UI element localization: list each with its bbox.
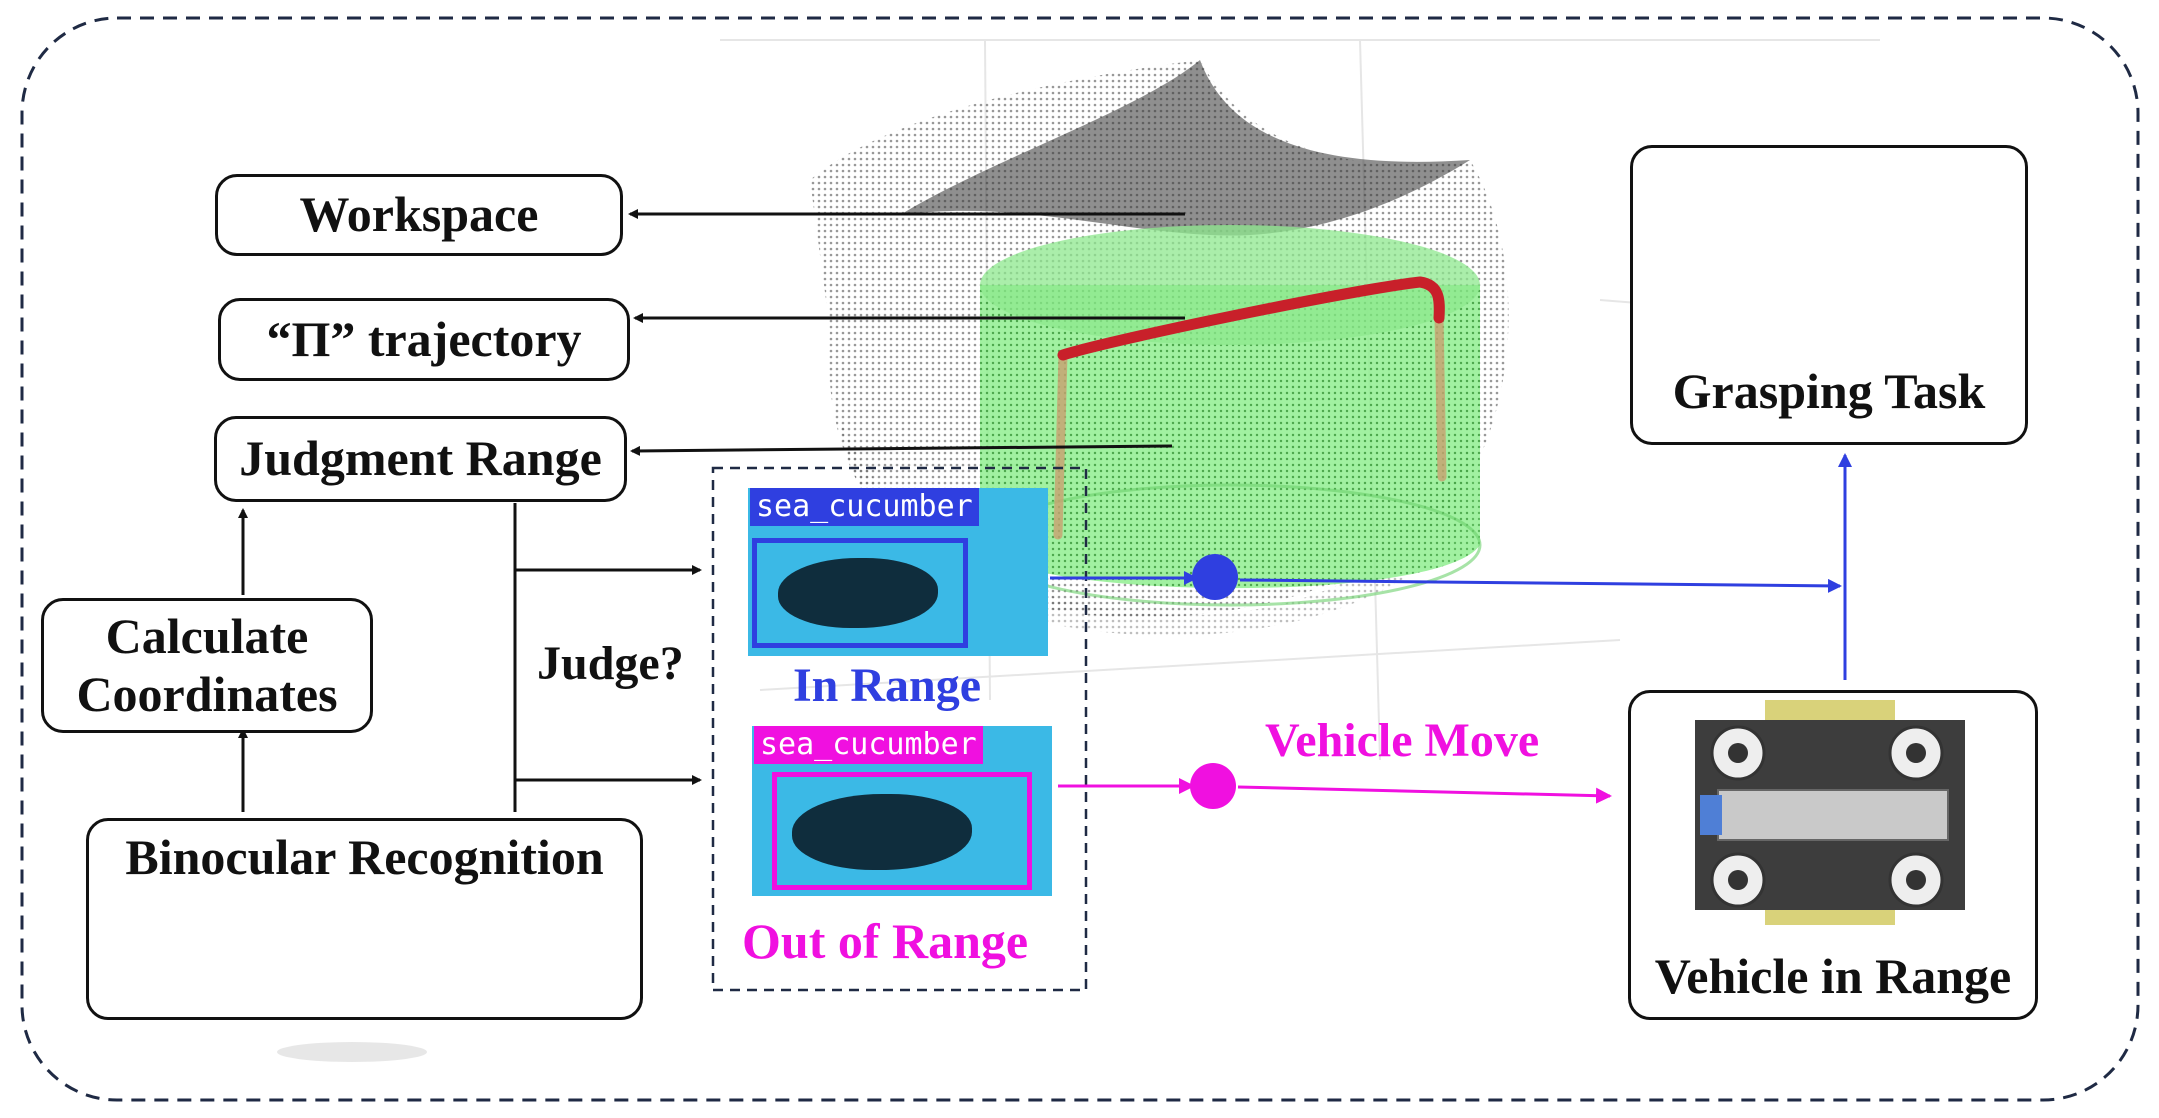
calculate-coordinates-box: Calculate Coordinates (41, 598, 373, 733)
workspace-label: Workspace (299, 186, 539, 243)
out-of-range-bbox (772, 772, 1032, 890)
out-of-range-node (1190, 763, 1236, 809)
workspace-box: Workspace (215, 174, 623, 256)
calculate-label-line1: Calculate (105, 608, 309, 664)
out-of-range-detection-tag: sea_cucumber (754, 726, 983, 764)
out-of-range-detection-image: sea_cucumber (752, 726, 1052, 896)
vehicle-image (1695, 700, 1965, 925)
in-range-detection-tag: sea_cucumber (750, 488, 979, 526)
in-range-sea-cucumber (778, 558, 938, 628)
vehicle-in-range-label: Vehicle in Range (1654, 947, 2012, 1004)
trajectory-box: “Π” trajectory (218, 298, 630, 381)
grasping-task-label: Grasping Task (1672, 362, 1986, 419)
in-range-bbox (752, 538, 968, 648)
vehicle-in-range-box: Vehicle in Range (1628, 690, 2038, 1020)
in-range-detection-image: sea_cucumber (748, 488, 1048, 656)
judge-branch (513, 503, 702, 812)
grasping-task-box: Grasping Task (1630, 145, 2028, 445)
binocular-recognition-box: Binocular Recognition (86, 818, 643, 1020)
in-range-node (1192, 554, 1238, 600)
arrow-to-judgment-range (630, 444, 1173, 456)
out-of-range-sea-cucumber (792, 794, 972, 870)
out-of-range-path (1058, 763, 1612, 809)
calculate-label-line2: Coordinates (76, 665, 338, 722)
out-of-range-label: Out of Range (742, 913, 1029, 969)
trajectory-label: “Π” trajectory (266, 310, 582, 367)
judge-label: Judge? (537, 637, 684, 690)
pi-trajectory (1053, 276, 1447, 540)
judgment-range-label: Judgment Range (239, 430, 602, 487)
binocular-label: Binocular Recognition (125, 829, 604, 885)
judgment-range-box: Judgment Range (214, 416, 627, 502)
vehicle-move-label: Vehicle Move (1265, 714, 1540, 767)
detection-group-frame (711, 466, 1088, 992)
in-range-path (1050, 453, 1852, 680)
in-range-label: In Range (793, 659, 982, 712)
outer-frame (20, 16, 2140, 1102)
